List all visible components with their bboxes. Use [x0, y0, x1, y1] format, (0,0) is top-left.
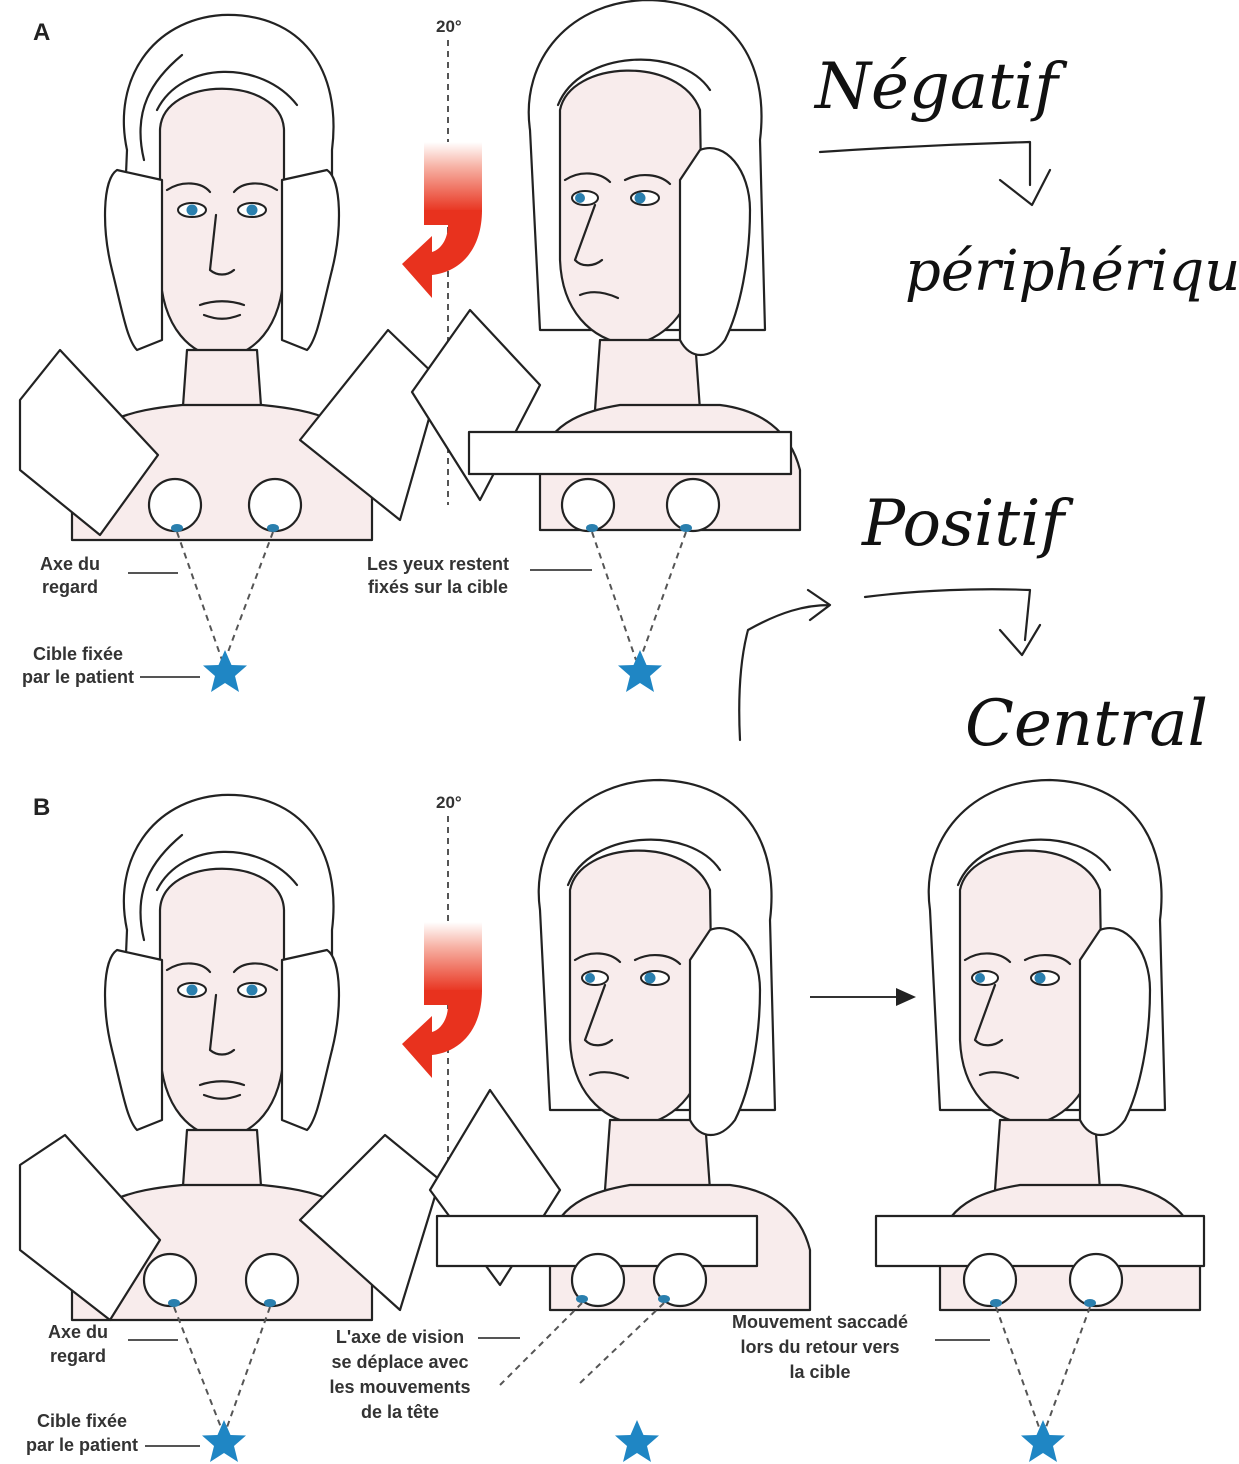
- panel-b-target-star-icon-3: [1021, 1420, 1065, 1462]
- svg-text:de la tête: de la tête: [361, 1402, 439, 1422]
- panel-b-target-star-icon-2: [615, 1420, 659, 1462]
- panel-b-transition-arrow-icon: [810, 988, 916, 1006]
- panel-b-shoulder-bar-2: [876, 1216, 1204, 1266]
- svg-text:regard: regard: [50, 1346, 106, 1366]
- panel-a-target-star-icon: [203, 650, 247, 692]
- handwritten-notes: Négatif périphérique Positif Central: [739, 50, 1239, 761]
- svg-text:par le patient: par le patient: [26, 1435, 138, 1455]
- note-positif: Positif: [861, 487, 1075, 561]
- panel-a-label-gaze-axis: Axe du regard: [40, 554, 100, 597]
- svg-text:par le patient: par le patient: [22, 667, 134, 687]
- svg-text:les mouvements: les mouvements: [329, 1377, 470, 1397]
- svg-text:Cible fixée: Cible fixée: [37, 1411, 127, 1431]
- svg-text:se déplace avec: se déplace avec: [331, 1352, 468, 1372]
- svg-text:Mouvement saccadé: Mouvement saccadé: [732, 1312, 908, 1332]
- note-central: Central: [965, 687, 1208, 761]
- svg-text:regard: regard: [42, 577, 98, 597]
- panel-b-label-vision-axis: L'axe de vision se déplace avec les mouv…: [329, 1327, 470, 1422]
- note-negatif: Négatif: [813, 50, 1068, 124]
- panel-a-letter: A: [33, 19, 50, 46]
- panel-a-shoulder-bar: [469, 432, 791, 474]
- svg-text:lors du retour vers: lors du retour vers: [740, 1337, 899, 1357]
- panel-a-angle: 20°: [436, 17, 462, 36]
- panel-b-target-star-icon: [202, 1420, 246, 1462]
- panel-b: B 20°: [20, 780, 1204, 1462]
- panel-a-target-star-icon-2: [618, 650, 662, 692]
- panel-b-angle: 20°: [436, 793, 462, 812]
- svg-text:Axe du: Axe du: [40, 554, 100, 574]
- panel-b-label-gaze-axis: Axe du regard: [48, 1322, 108, 1366]
- svg-text:Axe du: Axe du: [48, 1322, 108, 1342]
- panel-a-rotation-arrow-icon: [402, 142, 482, 298]
- panel-b-letter: B: [33, 794, 50, 821]
- svg-text:Les yeux restent: Les yeux restent: [367, 554, 509, 574]
- svg-text:L'axe de vision: L'axe de vision: [336, 1327, 464, 1347]
- panel-a-label-eyes-fixed: Les yeux restent fixés sur la cible: [367, 554, 509, 597]
- panel-b-label-saccade: Mouvement saccadé lors du retour vers la…: [732, 1312, 908, 1382]
- panel-b-label-target: Cible fixée par le patient: [26, 1411, 138, 1455]
- svg-text:la cible: la cible: [789, 1362, 850, 1382]
- panel-b-rotation-arrow-icon: [402, 922, 482, 1078]
- svg-text:Cible fixée: Cible fixée: [33, 644, 123, 664]
- svg-text:fixés sur la cible: fixés sur la cible: [368, 577, 508, 597]
- panel-a: A 20°: [20, 0, 800, 692]
- note-peripherique: périphérique: [905, 239, 1239, 304]
- panel-a-label-target: Cible fixée par le patient: [22, 644, 134, 687]
